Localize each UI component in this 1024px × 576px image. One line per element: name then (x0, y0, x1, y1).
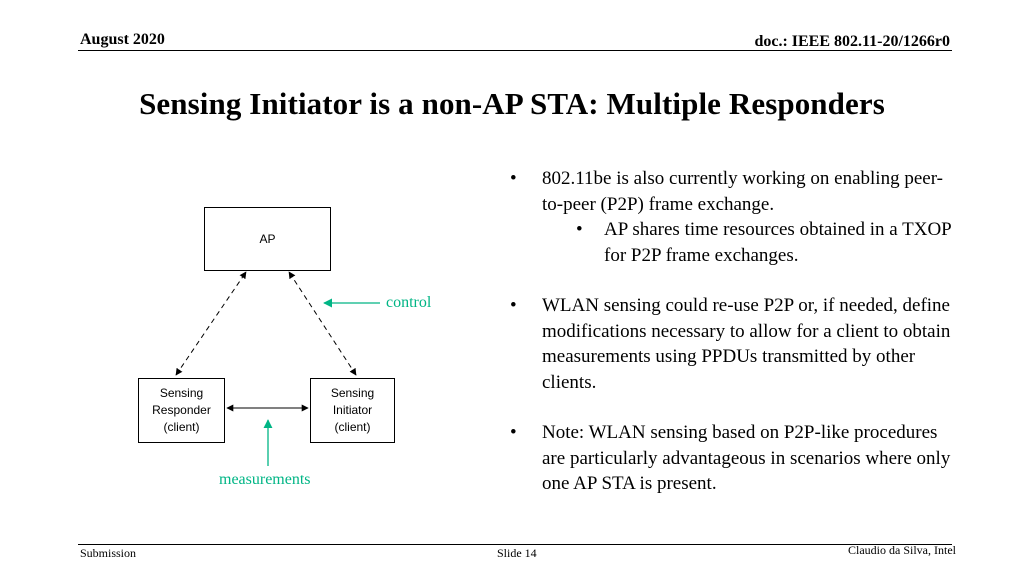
bullet-marker: • (576, 219, 583, 240)
control-label: control (386, 294, 432, 311)
footer-author: Claudio da Silva, Intel (848, 543, 956, 557)
initiator-ap-link (288, 271, 357, 376)
footer-slide-number: Slide 14 (497, 546, 537, 560)
bullet-text: WLAN sensing could re-use P2P or, if nee… (542, 295, 951, 393)
bullet-marker: • (510, 168, 517, 189)
sub-bullet-item: • AP shares time resources obtained in a… (510, 217, 960, 268)
header-doc-id: doc.: IEEE 802.11-20/1266r0 (754, 33, 950, 50)
bullet-list: • 802.11be is also currently working on … (510, 166, 960, 497)
bullet-gap (510, 268, 960, 293)
ap-box: AP (204, 207, 331, 271)
responder-ap-link (175, 271, 247, 376)
header-rule (78, 50, 952, 51)
bullet-marker: • (510, 422, 517, 443)
bullet-gap (510, 395, 960, 420)
bullet-text: Note: WLAN sensing based on P2P-like pro… (542, 422, 951, 494)
ap-label: AP (259, 231, 276, 246)
slide-title: Sensing Initiator is a non-AP STA: Multi… (139, 86, 885, 121)
sub-bullet-text: AP shares time resources obtained in a T… (604, 219, 952, 266)
bullet-item: • Note: WLAN sensing based on P2P-like p… (510, 420, 960, 497)
sensing-initiator-label: Sensing Initiator (client) (330, 386, 375, 434)
sensing-initiator-box: Sensing Initiator (client) (310, 378, 395, 443)
bullet-item: • WLAN sensing could re-use P2P or, if n… (510, 293, 960, 395)
footer-submission: Submission (80, 546, 137, 560)
sensing-responder-label: Sensing Responder (client) (152, 386, 211, 434)
footer-rule (78, 544, 952, 545)
sensing-responder-box: Sensing Responder (client) (138, 378, 225, 443)
header-date: August 2020 (80, 31, 165, 48)
bullet-item: • 802.11be is also currently working on … (510, 166, 960, 217)
measurements-label: measurements (219, 471, 311, 488)
bullet-text: 802.11be is also currently working on en… (542, 168, 943, 215)
bullet-marker: • (510, 295, 517, 316)
